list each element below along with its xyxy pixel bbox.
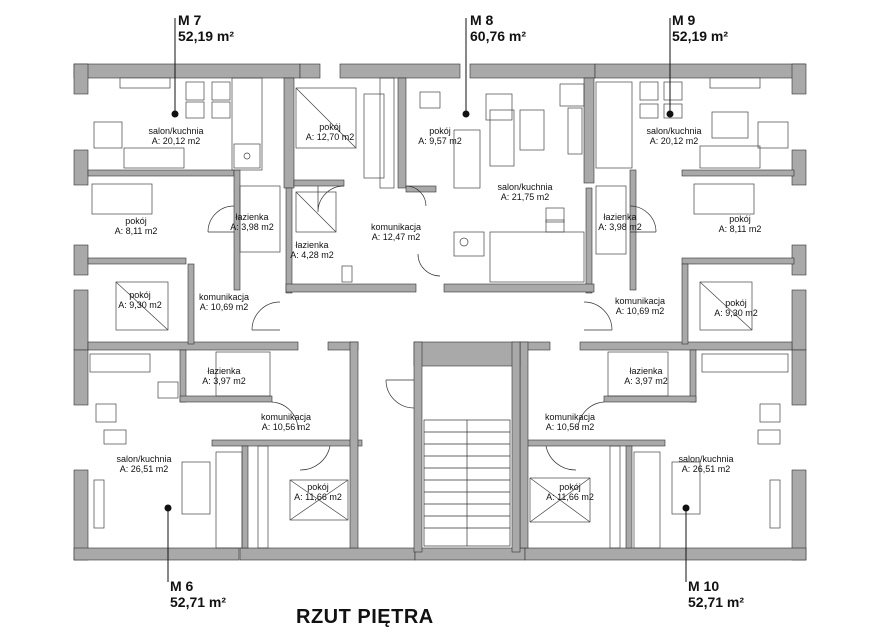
room-name: salon/kuchnia bbox=[646, 126, 702, 136]
room-area: A: 11,66 m2 bbox=[294, 492, 342, 502]
room-name: pokój bbox=[307, 482, 329, 492]
room-area: A: 9,30 m2 bbox=[118, 300, 162, 310]
unit-leaders bbox=[167, 18, 687, 582]
room-name: salon/kuchnia bbox=[678, 454, 734, 464]
unit-area: 52,71 m² bbox=[170, 594, 227, 610]
room-area: A: 21,75 m2 bbox=[500, 192, 550, 202]
unit-area: 52,71 m² bbox=[688, 594, 745, 610]
room-area: A: 26,51 m2 bbox=[681, 464, 731, 474]
unit-id: M 9 bbox=[672, 12, 696, 28]
unit-m6: M 6 52,71 m² bbox=[170, 578, 226, 610]
room-name: pokój bbox=[129, 290, 151, 300]
room-name: komunikacja bbox=[370, 222, 422, 232]
room-name: komunikacja bbox=[260, 412, 312, 422]
page-title: RZUT PIĘTRA bbox=[296, 606, 434, 628]
room-name: łazienka bbox=[295, 240, 329, 250]
unit-area: 52,19 m² bbox=[672, 28, 729, 44]
room-area: A: 9,57 m2 bbox=[418, 136, 462, 146]
room-area: A: 4,28 m2 bbox=[290, 250, 334, 260]
room-area: A: 10,56 m2 bbox=[261, 422, 311, 432]
room-area: A: 10,56 m2 bbox=[545, 422, 595, 432]
unit-area: 52,19 m² bbox=[178, 28, 235, 44]
room-area: A: 12,47 m2 bbox=[371, 232, 421, 242]
room-name: salon/kuchnia bbox=[497, 182, 553, 192]
room-name: komunikacja bbox=[614, 296, 666, 306]
room-name: pokój bbox=[729, 214, 751, 224]
staircase bbox=[423, 419, 511, 547]
room-area: A: 3,97 m2 bbox=[624, 376, 668, 386]
room-area: A: 20,12 m2 bbox=[649, 136, 699, 146]
room-name: pokój bbox=[429, 126, 451, 136]
unit-m8: M 8 60,76 m² bbox=[470, 12, 526, 44]
room-name: pokój bbox=[319, 122, 341, 132]
room-area: A: 3,98 m2 bbox=[230, 222, 274, 232]
room-name: salon/kuchnia bbox=[116, 454, 172, 464]
unit-m10: M 10 52,71 m² bbox=[688, 578, 744, 610]
room-name: łazienka bbox=[603, 212, 637, 222]
furniture bbox=[89, 77, 789, 549]
door-swings bbox=[207, 185, 657, 471]
room-name: pokój bbox=[725, 298, 747, 308]
room-area: A: 10,69 m2 bbox=[199, 302, 249, 312]
unit-id: M 8 bbox=[470, 12, 494, 28]
room-area: A: 3,97 m2 bbox=[202, 376, 246, 386]
unit-area: 60,76 m² bbox=[470, 28, 527, 44]
room-name: komunikacja bbox=[544, 412, 596, 422]
room-area: A: 12,70 m2 bbox=[305, 132, 355, 142]
room-name: łazienka bbox=[207, 366, 241, 376]
room-area: A: 8,11 m2 bbox=[114, 226, 158, 236]
unit-m7: M 7 52,19 m² bbox=[178, 12, 234, 44]
room-area: A: 8,11 m2 bbox=[718, 224, 762, 234]
room-area: A: 9,30 m2 bbox=[714, 308, 758, 318]
room-name: pokój bbox=[125, 216, 147, 226]
unit-id: M 7 bbox=[178, 12, 202, 28]
room-name: pokój bbox=[559, 482, 581, 492]
room-name: łazienka bbox=[629, 366, 663, 376]
room-name: komunikacja bbox=[198, 292, 250, 302]
unit-m9: M 9 52,19 m² bbox=[672, 12, 728, 44]
unit-id: M 6 bbox=[170, 578, 194, 594]
room-area: A: 10,69 m2 bbox=[615, 306, 665, 316]
room-area: A: 3,98 m2 bbox=[598, 222, 642, 232]
room-area: A: 11,66 m2 bbox=[546, 492, 594, 502]
unit-id: M 10 bbox=[688, 578, 720, 594]
room-name: łazienka bbox=[235, 212, 269, 222]
room-area: A: 26,51 m2 bbox=[119, 464, 169, 474]
unit-dots bbox=[164, 110, 690, 512]
room-area: A: 20,12 m2 bbox=[151, 136, 201, 146]
room-name: salon/kuchnia bbox=[148, 126, 204, 136]
walls bbox=[73, 63, 807, 561]
